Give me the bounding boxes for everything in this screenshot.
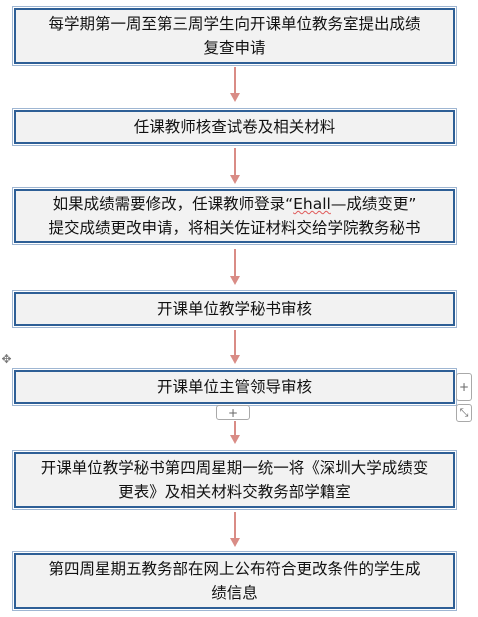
step-7-line-2: 绩信息 bbox=[211, 584, 258, 602]
step-5-line-1: 开课单位主管领导审核 bbox=[156, 378, 312, 396]
step-4-line-1: 开课单位教学秘书审核 bbox=[156, 300, 312, 318]
step-1-box: 每学期第一周至第三周学生向开课单位教务室提出成绩 复查申请 bbox=[12, 6, 457, 66]
step-6-line-1: 开课单位教学秘书第四周星期一统一将《深圳大学成绩变 bbox=[40, 459, 429, 477]
step-3-box: 如果成绩需要修改，任课教师登录“Ehall—成绩变更” 提交成绩更改申请，将相关… bbox=[12, 187, 457, 245]
step-4-box: 开课单位教学秘书审核 bbox=[12, 290, 457, 328]
table-move-handle-icon[interactable]: ✥ bbox=[0, 351, 13, 366]
arrow-3 bbox=[230, 249, 240, 285]
arrow-1 bbox=[230, 67, 240, 102]
step-2-line-1: 任课教师核查试卷及相关材料 bbox=[133, 118, 336, 136]
step-7-box: 第四周星期五教务部在网上公布符合更改条件的学生成 绩信息 bbox=[12, 551, 457, 611]
table-resize-handle-icon[interactable]: ⤡ bbox=[456, 404, 472, 422]
step-3-line-1-pre: 如果成绩需要修改，任课教师登录“ bbox=[52, 195, 294, 213]
step-7-line-1: 第四周星期五教务部在网上公布符合更改条件的学生成 bbox=[48, 560, 421, 578]
step-2-box: 任课教师核查试卷及相关材料 bbox=[12, 108, 457, 146]
arrow-4 bbox=[230, 330, 240, 364]
step-3-line-1: 如果成绩需要修改，任课教师登录“Ehall—成绩变更” bbox=[48, 192, 420, 216]
step-3-line-2: 提交成绩更改申请，将相关佐证材料交给学院教务秘书 bbox=[48, 219, 421, 237]
arrow-2 bbox=[230, 148, 240, 184]
step-1-line-2: 复查申请 bbox=[203, 39, 266, 57]
arrow-5 bbox=[230, 421, 240, 444]
add-row-button[interactable]: + bbox=[216, 405, 250, 420]
step-3-line-1-post: —成绩变更” bbox=[330, 195, 417, 213]
step-3-ehall-text: Ehall bbox=[293, 195, 331, 213]
arrow-6 bbox=[230, 512, 240, 547]
step-1-line-1: 每学期第一周至第三周学生向开课单位教务室提出成绩 bbox=[48, 15, 421, 33]
add-column-button[interactable]: + bbox=[456, 373, 472, 401]
step-5-box: 开课单位主管领导审核 bbox=[12, 368, 457, 406]
step-6-line-2: 更表》及相关材料交教务部学籍室 bbox=[118, 483, 351, 501]
step-6-box: 开课单位教学秘书第四周星期一统一将《深圳大学成绩变 更表》及相关材料交教务部学籍… bbox=[12, 450, 457, 510]
